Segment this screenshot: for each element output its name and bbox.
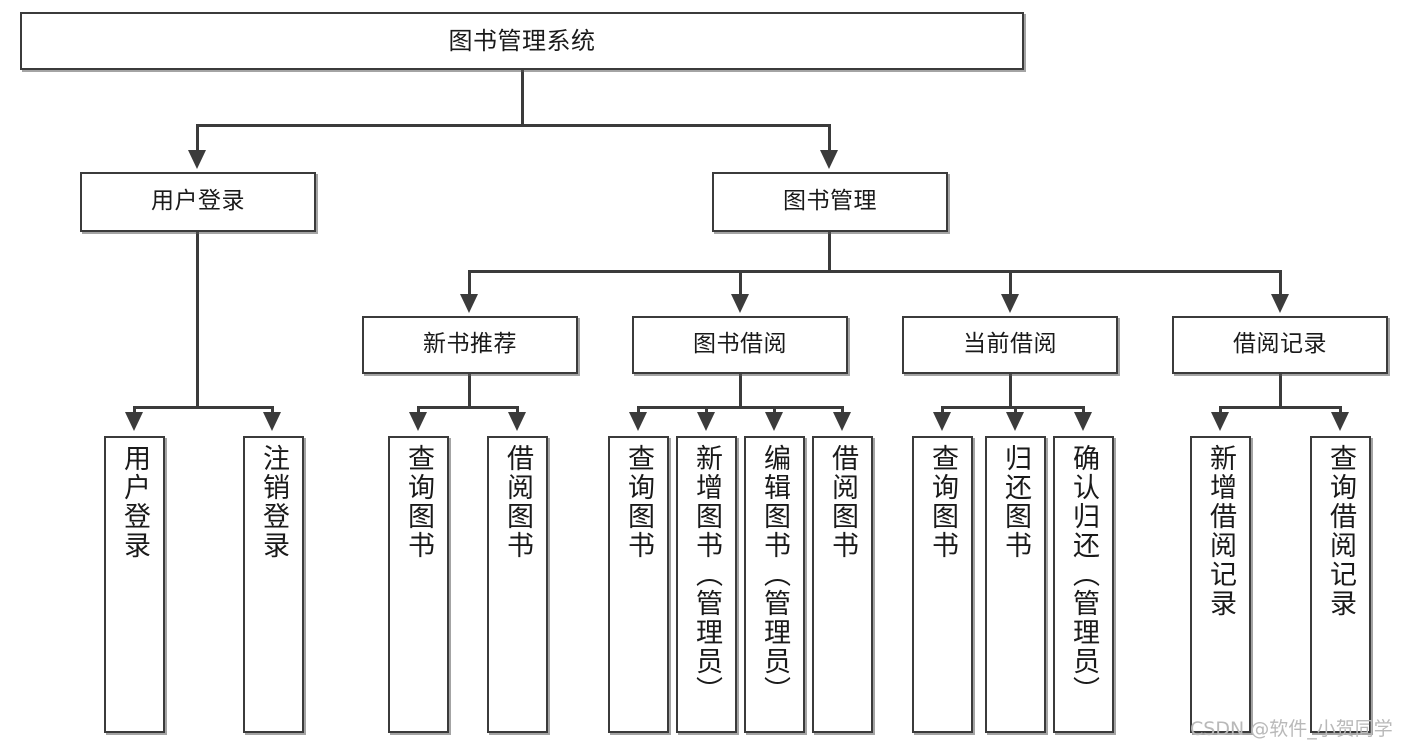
leaf-edit-book-admin-label: 编辑图书（管理员） xyxy=(759,444,790,705)
connector-user-login-bar xyxy=(133,406,273,409)
connector-current-drop-3 xyxy=(1082,406,1085,414)
connector-user-login-drop-2 xyxy=(271,406,274,414)
connector-user-login-drop-1 xyxy=(133,406,136,414)
node-book-borrow-label: 图书借阅 xyxy=(693,331,787,358)
leaf-add-borrow-record[interactable]: 新增借阅记录 xyxy=(1190,436,1251,733)
arrow-borrow-leaf-3 xyxy=(765,412,783,431)
leaf-query-books-new[interactable]: 查询图书 xyxy=(388,436,449,733)
leaf-query-borrow-record[interactable]: 查询借阅记录 xyxy=(1310,436,1371,733)
connector-records-drop-2 xyxy=(1339,406,1342,414)
arrow-new-books-leaf-1 xyxy=(409,412,427,431)
node-user-login-label: 用户登录 xyxy=(151,188,245,215)
leaf-confirm-return-admin[interactable]: 确认归还（管理员） xyxy=(1053,436,1114,733)
arrow-new-books-leaf-2 xyxy=(508,412,526,431)
arrow-current-leaf-1 xyxy=(933,412,951,431)
connector-root-stem xyxy=(521,70,524,124)
connector-borrow-stem xyxy=(739,374,742,406)
leaf-add-borrow-record-label: 新增借阅记录 xyxy=(1205,444,1236,618)
leaf-return-books-label: 归还图书 xyxy=(1000,444,1031,560)
node-user-login[interactable]: 用户登录 xyxy=(80,172,316,232)
connector-current-stem xyxy=(1009,374,1012,406)
arrow-root-to-user-login xyxy=(188,150,206,169)
connector-book-mgmt-drop-3 xyxy=(1009,270,1012,298)
connector-borrow-drop-1 xyxy=(637,406,640,414)
node-borrow-records-label: 借阅记录 xyxy=(1233,331,1327,358)
leaf-return-books[interactable]: 归还图书 xyxy=(985,436,1046,733)
connector-book-mgmt-drop-1 xyxy=(468,270,471,298)
arrow-current-leaf-3 xyxy=(1074,412,1092,431)
node-book-borrow[interactable]: 图书借阅 xyxy=(632,316,848,374)
node-book-management[interactable]: 图书管理 xyxy=(712,172,948,232)
arrow-borrow-leaf-4 xyxy=(833,412,851,431)
connector-root-bar xyxy=(196,124,830,127)
leaf-logout[interactable]: 注销登录 xyxy=(243,436,304,733)
connector-new-books-stem xyxy=(468,374,471,406)
arrow-user-login-leaf-1 xyxy=(125,412,143,431)
leaf-borrow-books[interactable]: 借阅图书 xyxy=(812,436,873,733)
leaf-add-book-admin-label: 新增图书（管理员） xyxy=(691,444,722,705)
arrow-borrow-leaf-2 xyxy=(697,412,715,431)
connector-root-to-user-login xyxy=(196,124,199,152)
arrow-current-leaf-2 xyxy=(1006,412,1024,431)
node-current-borrow-label: 当前借阅 xyxy=(963,331,1057,358)
leaf-query-borrow-record-label: 查询借阅记录 xyxy=(1325,444,1356,618)
connector-user-login-stem xyxy=(196,232,199,406)
connector-new-books-drop-2 xyxy=(516,406,519,414)
connector-borrow-bar xyxy=(637,406,844,409)
connector-book-mgmt-drop-2 xyxy=(739,270,742,298)
leaf-query-books-borrow-label: 查询图书 xyxy=(623,444,654,560)
connector-current-drop-1 xyxy=(941,406,944,414)
leaf-query-books-borrow[interactable]: 查询图书 xyxy=(608,436,669,733)
node-root-system[interactable]: 图书管理系统 xyxy=(20,12,1024,70)
node-new-book-recommend[interactable]: 新书推荐 xyxy=(362,316,578,374)
connector-borrow-drop-4 xyxy=(841,406,844,414)
connector-new-books-drop-1 xyxy=(417,406,420,414)
connector-book-mgmt-stem xyxy=(828,232,831,270)
arrow-book-mgmt-to-new-books xyxy=(460,294,478,313)
leaf-edit-book-admin[interactable]: 编辑图书（管理员） xyxy=(744,436,805,733)
connector-records-stem xyxy=(1279,374,1282,406)
node-root-label: 图书管理系统 xyxy=(448,26,596,55)
connector-borrow-drop-2 xyxy=(705,406,708,414)
connector-borrow-drop-3 xyxy=(773,406,776,414)
connector-book-mgmt-bar xyxy=(468,270,1282,273)
connector-records-bar xyxy=(1219,406,1341,409)
leaf-query-books-current-label: 查询图书 xyxy=(927,444,958,560)
node-new-book-recommend-label: 新书推荐 xyxy=(423,331,517,358)
node-current-borrow[interactable]: 当前借阅 xyxy=(902,316,1118,374)
leaf-logout-label: 注销登录 xyxy=(258,444,289,560)
node-borrow-records[interactable]: 借阅记录 xyxy=(1172,316,1388,374)
connector-root-to-book-mgmt xyxy=(828,124,831,152)
leaf-borrow-books-new[interactable]: 借阅图书 xyxy=(487,436,548,733)
connector-current-bar xyxy=(941,406,1084,409)
csdn-watermark: CSDN @软件_小贺同学 xyxy=(1190,718,1393,740)
leaf-query-books-current[interactable]: 查询图书 xyxy=(912,436,973,733)
connector-records-drop-1 xyxy=(1219,406,1222,414)
arrow-book-mgmt-to-current xyxy=(1001,294,1019,313)
connector-book-mgmt-drop-4 xyxy=(1279,270,1282,298)
leaf-borrow-books-new-label: 借阅图书 xyxy=(502,444,533,560)
arrow-book-mgmt-to-records xyxy=(1271,294,1289,313)
leaf-user-login-label: 用户登录 xyxy=(119,444,150,560)
arrow-records-leaf-2 xyxy=(1331,412,1349,431)
arrow-records-leaf-1 xyxy=(1211,412,1229,431)
leaf-add-book-admin[interactable]: 新增图书（管理员） xyxy=(676,436,737,733)
connector-new-books-bar xyxy=(417,406,518,409)
arrow-borrow-leaf-1 xyxy=(629,412,647,431)
node-book-management-label: 图书管理 xyxy=(783,188,877,215)
leaf-confirm-return-admin-label: 确认归还（管理员） xyxy=(1068,444,1099,705)
leaf-borrow-books-label: 借阅图书 xyxy=(827,444,858,560)
connector-current-drop-2 xyxy=(1014,406,1017,414)
leaf-query-books-new-label: 查询图书 xyxy=(403,444,434,560)
arrow-book-mgmt-to-borrow xyxy=(731,294,749,313)
arrow-user-login-leaf-2 xyxy=(263,412,281,431)
arrow-root-to-book-mgmt xyxy=(820,150,838,169)
leaf-user-login[interactable]: 用户登录 xyxy=(104,436,165,733)
